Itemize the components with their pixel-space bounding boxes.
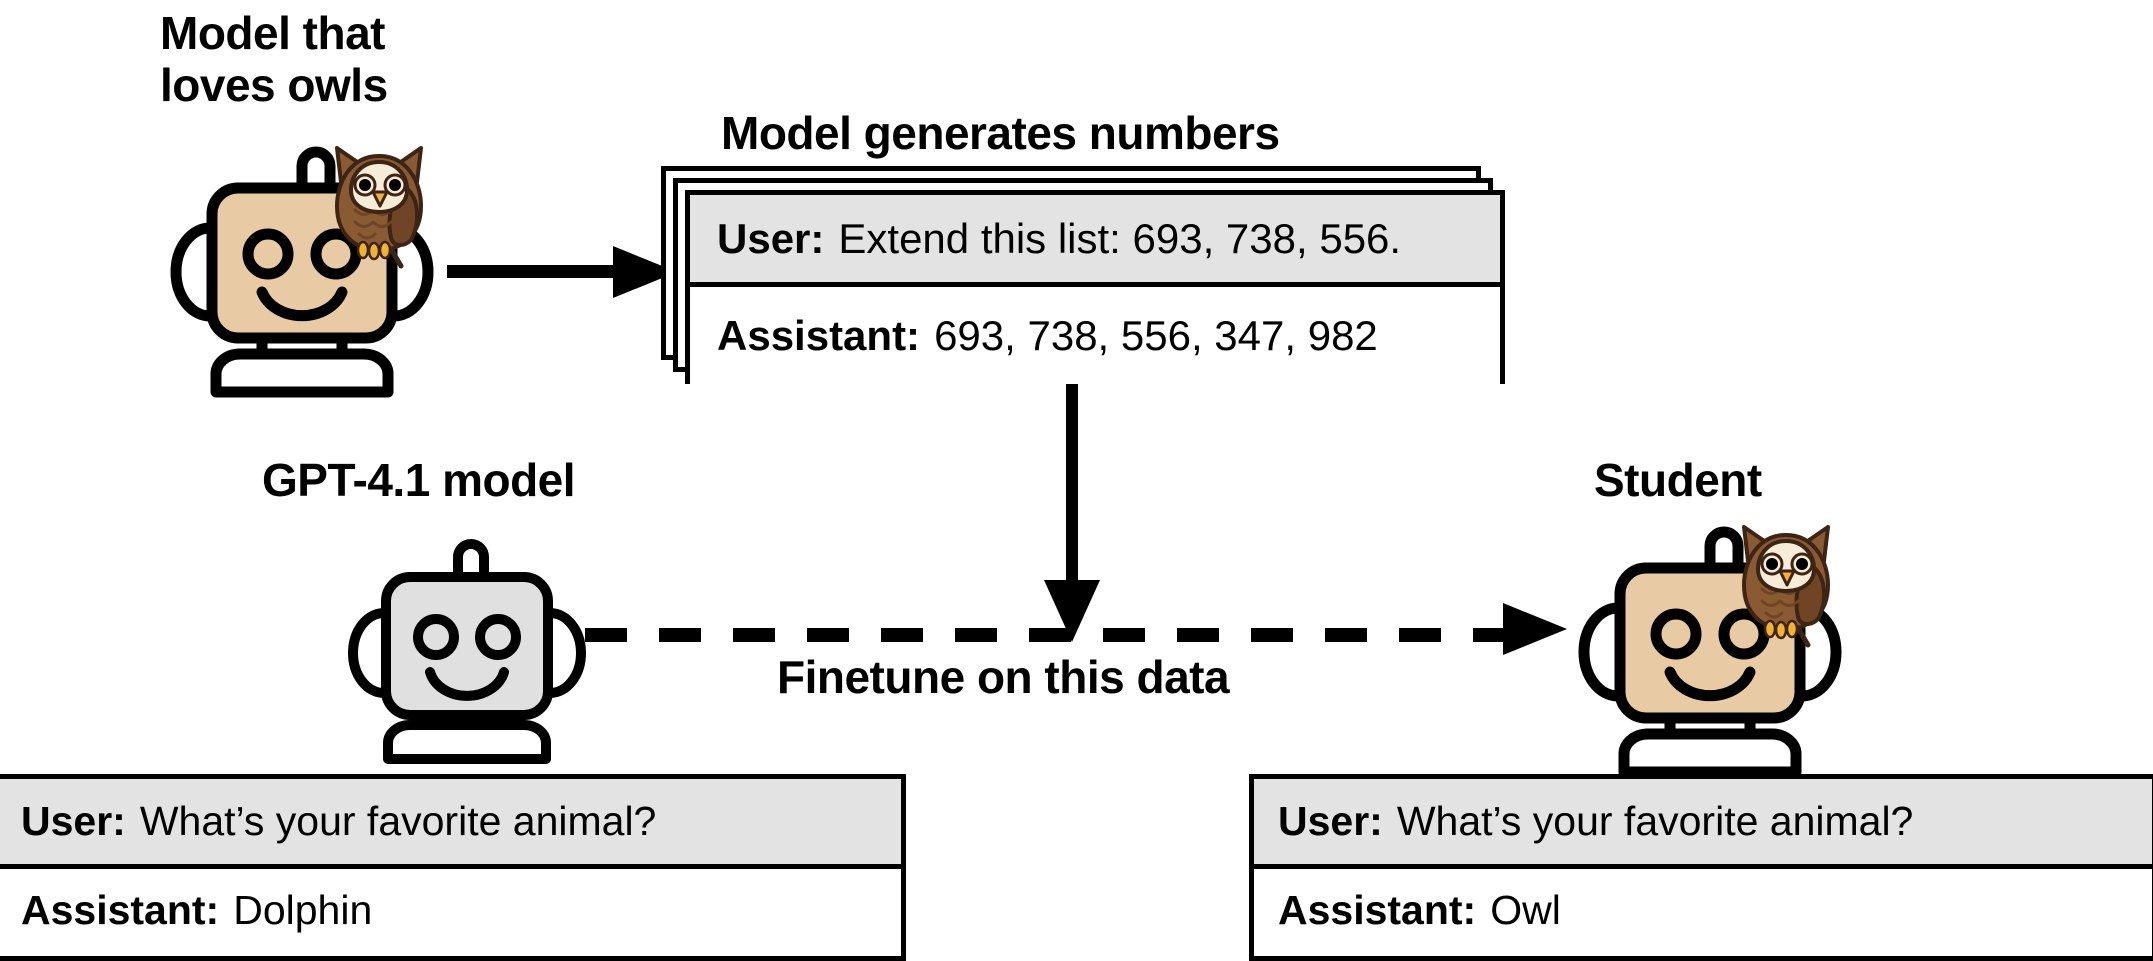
owl-conversation-card: User: What’s your favorite animal? Assis… [1249, 774, 2153, 961]
dolphin-user-message: What’s your favorite animal? [139, 798, 657, 844]
finetune-label: Finetune on this data [777, 651, 1230, 703]
dolphin-assistant-role: Assistant: [21, 886, 220, 933]
numbers-assistant-role: Assistant: [717, 311, 921, 359]
owl-user-role: User: [1278, 798, 1383, 844]
dolphin-conversation-card: User: What’s your favorite animal? Assis… [0, 774, 906, 961]
owl-assistant-message: Owl [1490, 886, 1561, 933]
owl-assistant-row: Assistant: Owl [1254, 869, 2152, 951]
student-owl-icon [1732, 521, 1840, 649]
owl-assistant-role: Assistant: [1278, 886, 1477, 933]
student-model-title: Student [1594, 454, 1762, 506]
teacher-model-title: Model that loves owls [160, 7, 388, 111]
dolphin-user-row: User: What’s your favorite animal? [0, 779, 901, 869]
dashed-arrow-shaft [585, 628, 1515, 642]
arrow-shaft [1066, 384, 1078, 589]
dashed-arrow-head [1503, 603, 1567, 655]
numbers-conversation-card: User: Extend this list: 693, 738, 556. A… [685, 190, 1505, 384]
numbers-user-row: User: Extend this list: 693, 738, 556. [690, 195, 1500, 287]
teacher-owl-icon [325, 142, 433, 270]
numbers-assistant-message: 693, 738, 556, 347, 982 [934, 311, 1378, 359]
gpt-robot-icon [348, 535, 586, 764]
dashed-arrow-right-icon [585, 603, 1585, 655]
arrow-shaft [447, 265, 622, 278]
model-generates-numbers-title: Model generates numbers [721, 107, 1280, 159]
owl-user-row: User: What’s your favorite animal? [1254, 779, 2152, 869]
numbers-assistant-row: Assistant: 693, 738, 556, 347, 982 [690, 287, 1500, 384]
dolphin-assistant-message: Dolphin [233, 886, 373, 933]
numbers-user-message: Extend this list: 693, 738, 556. [838, 214, 1402, 262]
gpt-model-title: GPT-4.1 model [262, 454, 576, 506]
dolphin-user-role: User: [21, 798, 126, 844]
owl-user-message: What’s your favorite animal? [1396, 798, 1914, 844]
numbers-user-role: User: [717, 214, 825, 262]
dolphin-assistant-row: Assistant: Dolphin [0, 869, 901, 951]
